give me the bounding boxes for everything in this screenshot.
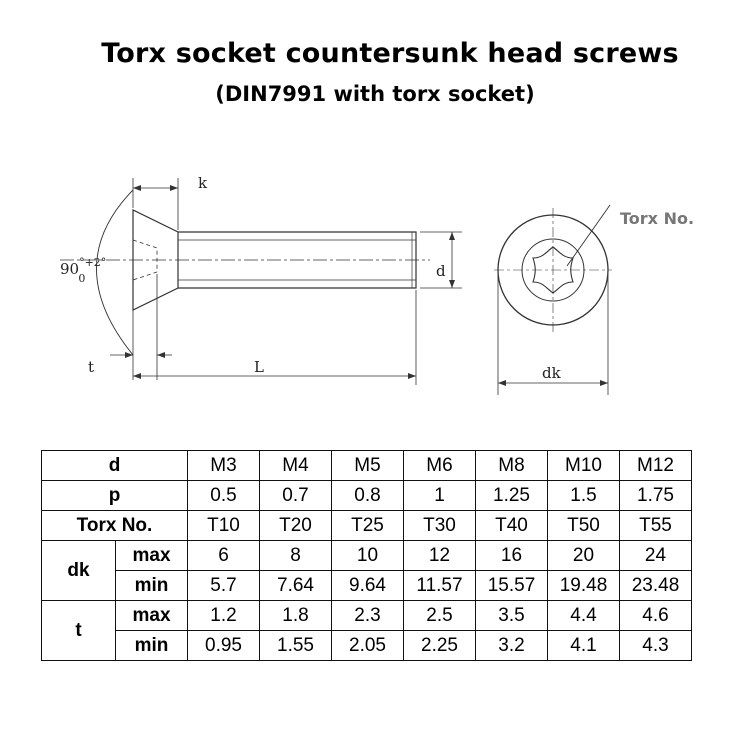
table-row-t-min: min 0.95 1.55 2.05 2.25 3.2 4.1 4.3 [42,630,692,661]
cell-t-max: 3.5 [475,600,548,631]
label-k: k [198,174,208,192]
cell-size: M4 [259,450,332,481]
table-row-d: d M3 M4 M5 M6 M8 M10 M12 [41,450,692,481]
table-row-dk-min: min 5.7 7.64 9.64 11.57 15.57 19.48 23.4… [42,570,692,601]
row-label-dk: dk [41,540,116,601]
label-d: d [436,262,446,280]
row-label-torx: Torx No. [41,510,188,541]
label-L: L [254,358,264,376]
cell-size: M10 [547,450,620,481]
spec-table: d M3 M4 M5 M6 M8 M10 M12 p 0.5 0.7 0.8 1… [41,450,692,661]
cell-p: 1.75 [619,480,692,511]
cell-t-min: 2.25 [403,630,476,661]
cell-dk-min: 19.48 [547,570,620,601]
table-row-t-max: t max 1.2 1.8 2.3 2.5 3.5 4.4 4.6 [41,600,692,661]
cell-size: M6 [403,450,476,481]
cell-dk-max: 12 [403,540,476,571]
cell-dk-min: 15.57 [475,570,548,601]
cell-t-min: 1.55 [259,630,332,661]
cell-t-min: 2.05 [331,630,404,661]
sub-label-min: min [115,630,188,661]
cell-size: M12 [619,450,692,481]
cell-t-max: 1.8 [259,600,332,631]
cell-t-max: 4.6 [619,600,692,631]
cell-dk-max: 16 [475,540,548,571]
cell-t-min: 4.1 [547,630,620,661]
cell-t-max: 2.3 [331,600,404,631]
cell-dk-max: 6 [187,540,260,571]
angle-arc [96,189,134,356]
sub-label-max: max [115,600,188,631]
cell-torx: T20 [259,510,332,541]
cell-size: M8 [475,450,548,481]
cell-p: 0.7 [259,480,332,511]
cell-dk-max: 20 [547,540,620,571]
cell-torx: T25 [331,510,404,541]
cell-dk-min: 23.48 [619,570,692,601]
cell-dk-max: 24 [619,540,692,571]
cell-dk-min: 7.64 [259,570,332,601]
cell-torx: T55 [619,510,692,541]
cell-t-min: 4.3 [619,630,692,661]
cell-t-min: 0.95 [187,630,260,661]
label-t: t [88,358,94,376]
cell-torx: T50 [547,510,620,541]
cell-p: 0.5 [187,480,260,511]
cell-size: M5 [331,450,404,481]
cell-p: 1.5 [547,480,620,511]
table-row-p: p 0.5 0.7 0.8 1 1.25 1.5 1.75 [41,480,692,511]
table-row-torx: Torx No. T10 T20 T25 T30 T40 T50 T55 [41,510,692,541]
cell-dk-min: 5.7 [187,570,260,601]
page-title: Torx socket countersunk head screws [101,38,679,69]
cell-p: 0.8 [331,480,404,511]
cell-t-max: 4.4 [547,600,620,631]
cell-dk-min: 9.64 [331,570,404,601]
page-subtitle: (DIN7991 with torx socket) [215,82,535,106]
cell-t-max: 2.5 [403,600,476,631]
sub-label-max: max [115,540,188,571]
cell-dk-max: 8 [259,540,332,571]
label-torx-no: Torx No. [620,209,694,228]
cell-size: M3 [187,450,260,481]
torx-leader-line [566,204,611,267]
screw-technical-drawing: k 90°+2°0 d t L dk Torx No. [60,174,694,395]
cell-p: 1.25 [475,480,548,511]
table-row-dk-max: dk max 6 8 10 12 16 20 24 [41,540,692,601]
label-dk: dk [542,364,562,382]
cell-t-min: 3.2 [475,630,548,661]
cell-t-max: 1.2 [187,600,260,631]
cell-torx: T40 [475,510,548,541]
row-label-p: p [41,480,188,511]
cell-torx: T30 [403,510,476,541]
cell-dk-max: 10 [331,540,404,571]
label-angle: 90°+2°0 [60,256,106,285]
cell-dk-min: 11.57 [403,570,476,601]
sub-label-min: min [115,570,188,601]
cell-p: 1 [403,480,476,511]
cell-torx: T10 [187,510,260,541]
row-label-d: d [41,450,188,481]
row-label-t: t [41,600,116,661]
